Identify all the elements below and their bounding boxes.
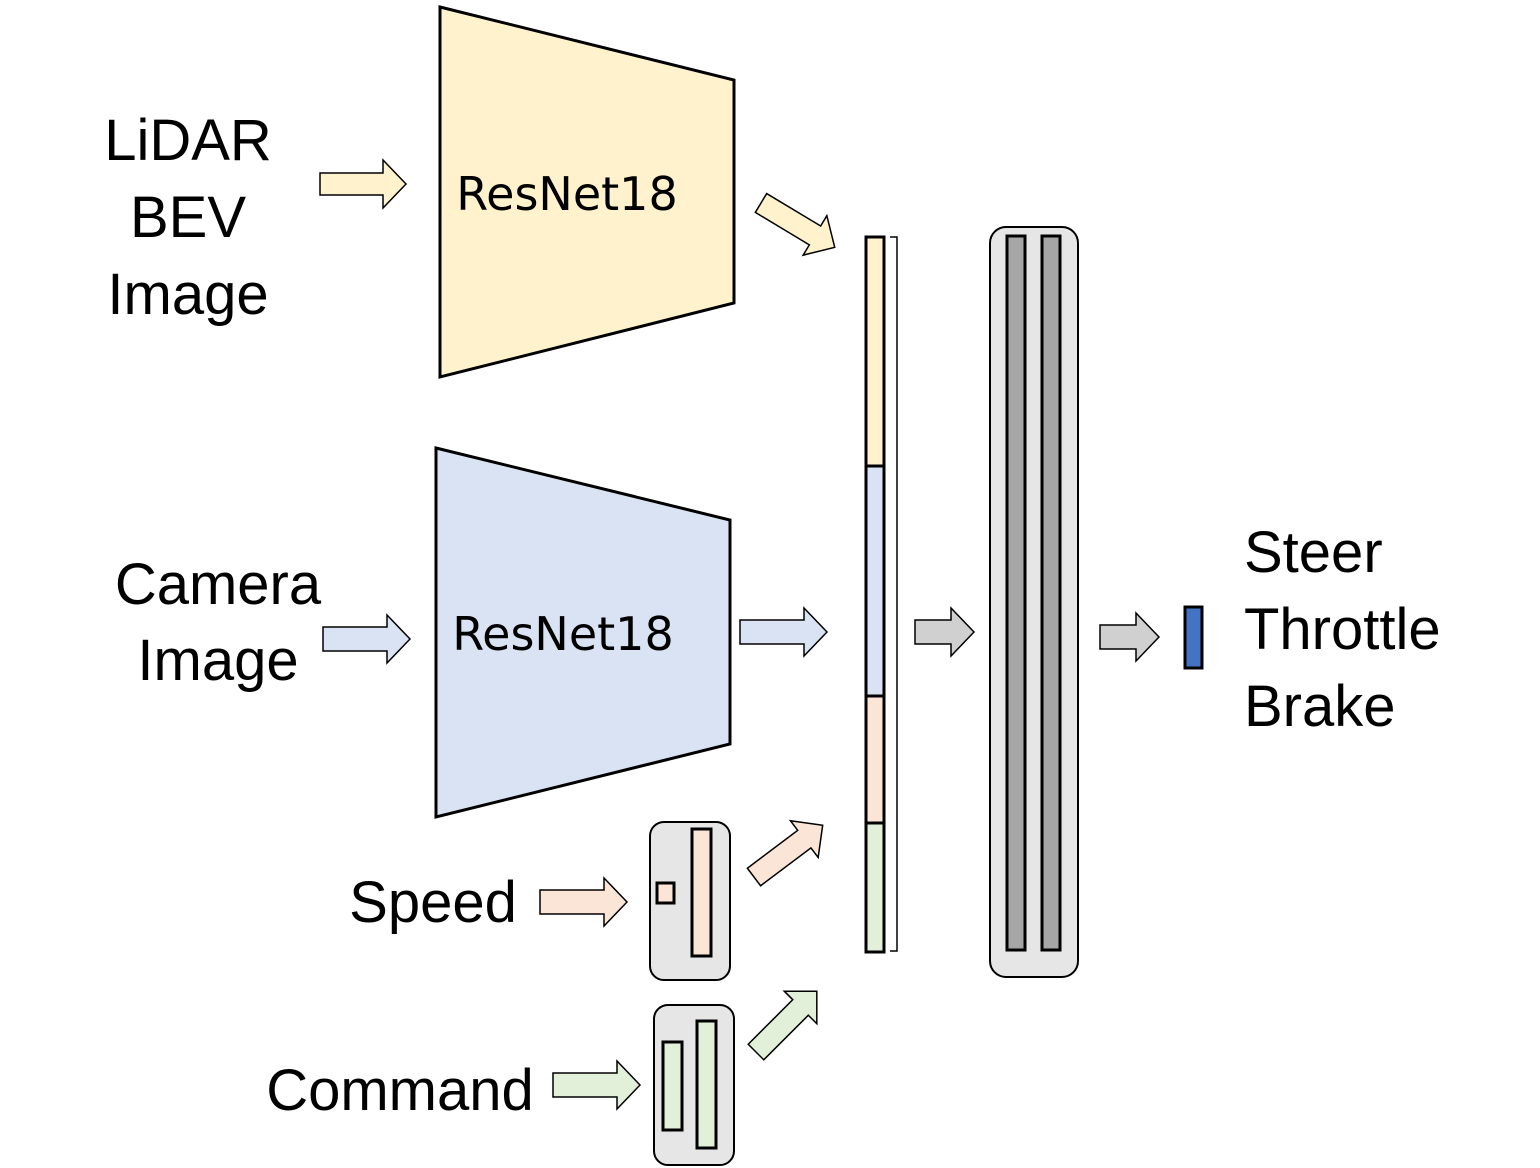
camera-encoder-trapezoid	[434, 446, 732, 819]
lidar-encoder-label: ResNet18	[456, 167, 677, 221]
output-label-brake: Brake	[1244, 674, 1396, 739]
camera-feature-segment	[864, 464, 886, 698]
speed-feature-arrow	[746, 819, 824, 887]
camera-input-label: Camera Image	[115, 552, 322, 693]
fusion-arrow	[914, 606, 976, 658]
output-label-throttle: Throttle	[1244, 597, 1441, 662]
camera-label-line-1: Camera	[115, 552, 322, 617]
lidar-label-line-3: Image	[107, 262, 268, 327]
command-input-label: Command	[266, 1058, 534, 1123]
output-labels: Steer Throttle Brake	[1244, 520, 1441, 739]
speed-mlp-block	[649, 821, 731, 981]
speed-input-arrow	[539, 876, 629, 928]
lidar-input-label: LiDAR BEV Image	[104, 108, 272, 327]
lidar-label-line-2: BEV	[130, 185, 246, 250]
command-input-arrow	[552, 1059, 642, 1111]
lidar-feature-arrow	[754, 192, 836, 257]
speed-input-unit	[655, 881, 676, 905]
output-arrow	[1099, 611, 1161, 663]
speed-input-label: Speed	[349, 870, 517, 935]
lidar-encoder-trapezoid	[438, 5, 736, 379]
fusion-mlp-block	[989, 226, 1079, 978]
camera-label-line-2: Image	[137, 628, 298, 693]
output-vector	[1183, 605, 1204, 670]
command-input-layer	[661, 1040, 684, 1132]
command-feature-arrow	[747, 990, 818, 1061]
camera-encoder-label: ResNet18	[452, 607, 673, 661]
output-label-steer: Steer	[1244, 520, 1383, 585]
command-mlp-block	[653, 1004, 735, 1166]
concatenated-feature-vector	[864, 235, 898, 954]
speed-hidden-layer	[690, 827, 713, 958]
camera-input-arrow	[322, 613, 412, 665]
speed-feature-segment	[864, 694, 886, 825]
lidar-input-arrow	[319, 158, 408, 210]
command-hidden-layer	[695, 1019, 718, 1150]
lidar-label-line-1: LiDAR	[104, 108, 272, 173]
mlp-layer-2	[1040, 234, 1062, 952]
camera-feature-arrow	[739, 606, 829, 658]
command-feature-segment	[864, 821, 886, 954]
concat-bracket	[890, 236, 898, 952]
lidar-feature-segment	[864, 235, 886, 468]
mlp-layer-1	[1005, 234, 1027, 952]
